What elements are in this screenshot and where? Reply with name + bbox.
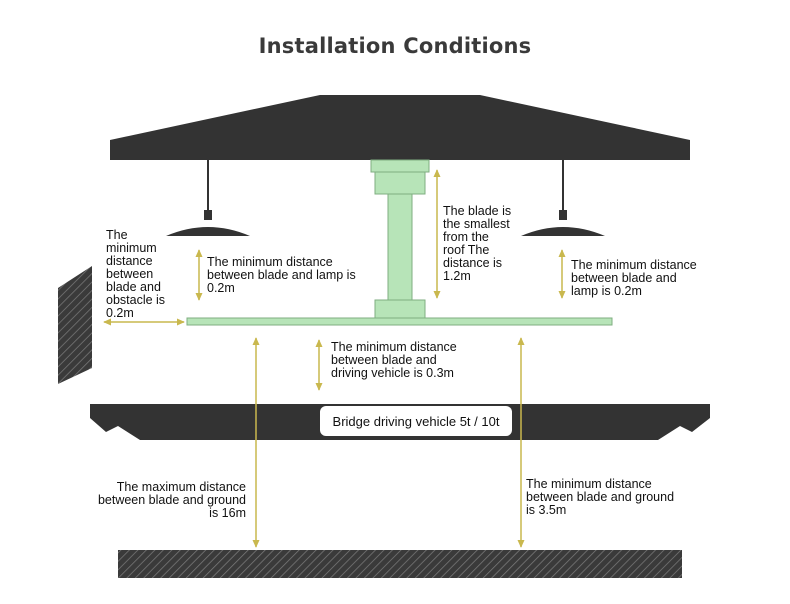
fan-blade [186, 317, 613, 326]
label-roof: The blade is the smallest from the roof … [443, 204, 512, 283]
lamp-left [166, 160, 250, 236]
label-vehicle: The minimum distance between blade and d… [331, 340, 457, 380]
obstacle-wall [58, 266, 92, 384]
label-lamp-right: The minimum distance between blade and l… [571, 258, 697, 298]
label-ground-max: The maximum distance between blade and g… [97, 480, 246, 520]
lamp-right [521, 160, 605, 236]
page-title: Installation Conditions [258, 34, 532, 58]
label-obstacle: The minimum distance between blade and o… [106, 228, 166, 320]
label-lamp-left: The minimum distance between blade and l… [207, 255, 356, 295]
bridge-vehicle-label: Bridge driving vehicle 5t / 10t [320, 406, 512, 436]
roof [110, 95, 690, 160]
label-ground-min: The minimum distance between blade and g… [526, 477, 675, 517]
fan [186, 159, 613, 326]
ground [118, 550, 682, 578]
